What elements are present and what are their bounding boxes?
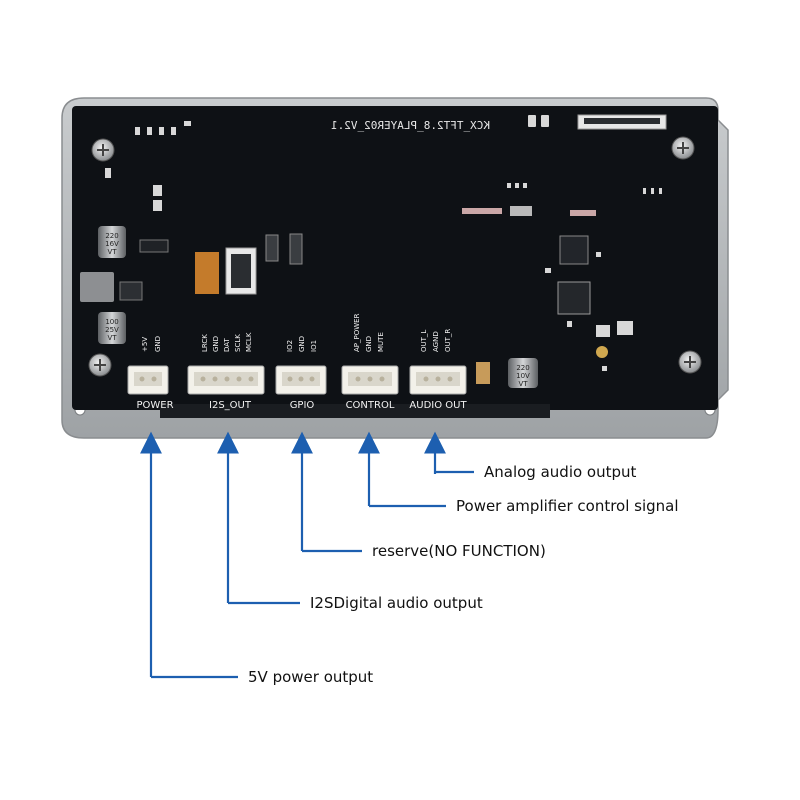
pin-label: OUT_R [444,329,452,352]
svg-text:16V: 16V [105,240,119,248]
callout-power-amplifier-control: Power amplifier control signal [456,497,679,515]
connector-gpio: GPIO [275,365,327,411]
connector-power: POWER [127,365,174,411]
svg-text:100: 100 [105,318,118,326]
svg-text:VT: VT [518,380,528,388]
pin-label: GND [365,336,373,352]
pin-labels: +5V GND LRCK GND DAT SCLK MCLK IO2 GND I… [141,313,452,352]
pin-label: MCLK [245,332,253,352]
inductor [80,239,169,302]
connector-audio-out: AUDIO OUT [409,365,467,411]
connector-label-i2s-out: I2S_OUT [209,400,252,411]
capacitor-3: 220 10V VT [508,358,538,388]
capacitor-1: 220 16V VT [98,226,126,258]
ic-chips [476,235,633,384]
pin-label: AGND [432,331,440,352]
pin-label: GND [298,336,306,352]
capacitor-2: 100 25V VT [98,312,126,344]
pin-label: IO1 [310,340,318,352]
svg-text:220: 220 [516,364,529,372]
ribbon-connector [195,233,303,295]
pin-label: SCLK [234,334,242,352]
callout-5v-power-output: 5V power output [248,668,373,686]
screw-icons [88,136,702,377]
screw-icon [88,353,112,377]
svg-text:25V: 25V [105,326,119,334]
pin-label: GND [212,336,220,352]
callout-leaders [140,431,474,679]
pin-label: GND [154,336,162,352]
pin-label: OUT_L [420,330,428,352]
connector-label-power: POWER [136,400,173,411]
screw-icon [671,136,695,160]
fpc-connector [577,114,667,130]
callout-analog-audio-output: Analog audio output [484,463,637,481]
pin-label: MUTE [377,332,385,352]
pcb-board [72,106,718,418]
svg-text:220: 220 [105,232,118,240]
connector-label-control: CONTROL [346,400,395,411]
pin-label: IO2 [286,340,294,352]
pin-label: +5V [141,337,149,352]
connector-label-gpio: GPIO [290,400,315,411]
svg-text:VT: VT [107,248,117,256]
pin-label: AP_POWER [353,313,361,352]
connector-control: CONTROL [341,365,399,411]
pin-label: DAT [223,337,231,352]
callout-i2s-digital-audio: I2SDigital audio output [310,594,483,612]
screw-icon [91,138,115,162]
board-silkscreen-title: KCX_TFT2.8_PLAYER02_V2.1 [331,119,490,132]
smd-components [105,115,662,371]
connector-i2s-out: I2S_OUT [187,365,265,411]
connector-label-audio-out: AUDIO OUT [409,400,467,411]
svg-text:10V: 10V [516,372,530,380]
callout-reserve-no-function: reserve(NO FUNCTION) [372,542,546,560]
pin-label: LRCK [201,334,209,352]
svg-text:VT: VT [107,334,117,342]
screw-icon [678,350,702,374]
